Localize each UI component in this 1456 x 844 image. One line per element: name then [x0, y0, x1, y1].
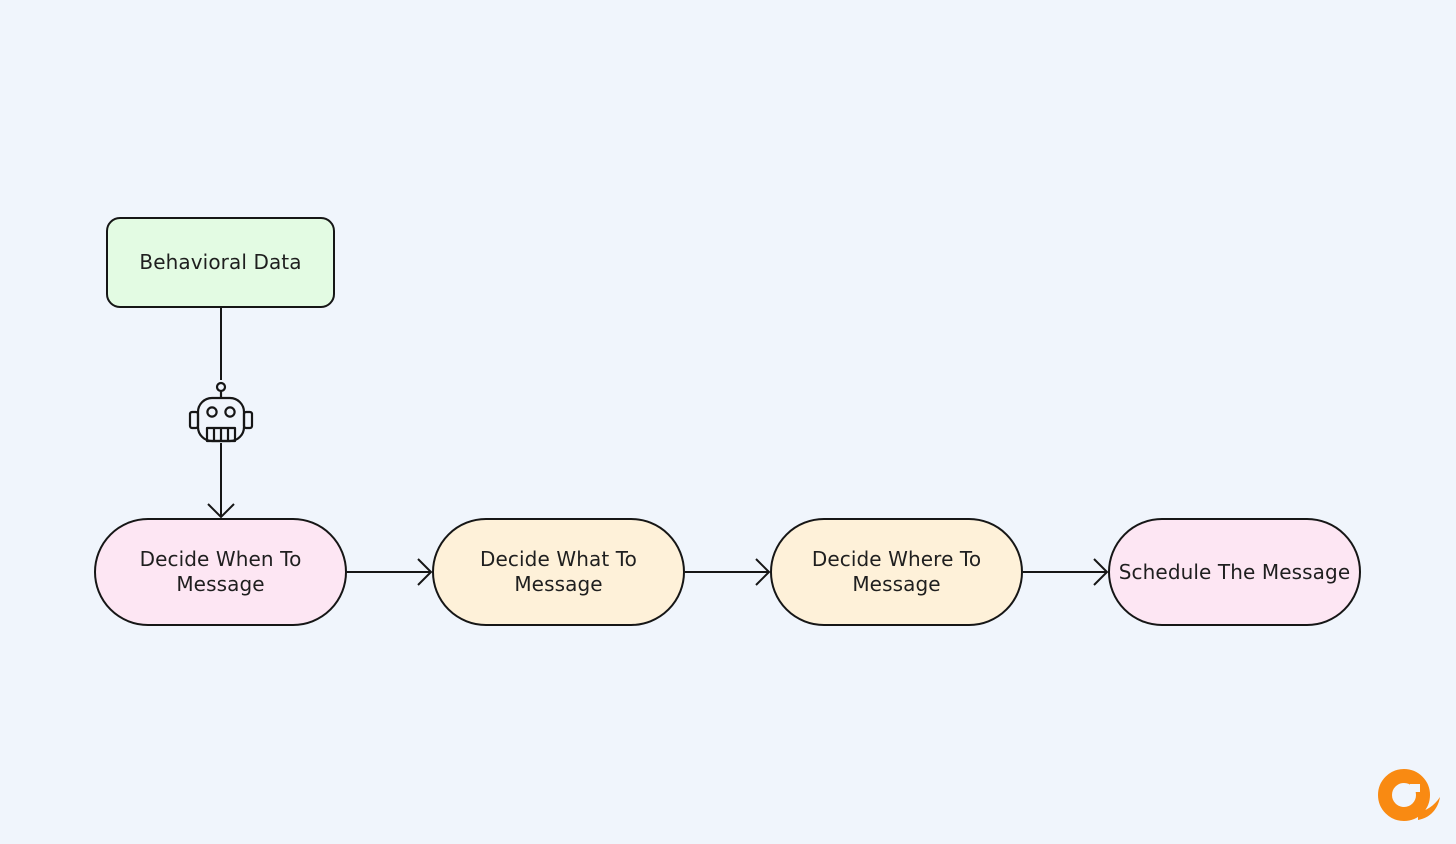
node-schedule-label: Schedule The Message — [1118, 559, 1351, 584]
node-behavioral-data: Behavioral Data — [106, 217, 335, 308]
node-decide-when-line2: Message — [176, 572, 265, 596]
node-behavioral-data-label: Behavioral Data — [139, 250, 302, 274]
node-decide-what-line2: Message — [514, 572, 603, 596]
arrowhead-decide-when — [207, 503, 235, 519]
node-schedule: Schedule The Message — [1108, 518, 1361, 626]
node-decide-what: Decide What To Message — [432, 518, 685, 626]
arrowhead-decide-what — [417, 558, 433, 586]
robot-icon — [188, 381, 254, 443]
node-decide-when: Decide When To Message — [94, 518, 347, 626]
node-decide-what-line1: Decide What To — [480, 547, 637, 571]
arrowhead-decide-where — [755, 558, 771, 586]
arrowhead-schedule — [1093, 558, 1109, 586]
node-decide-where-line1: Decide Where To — [811, 547, 982, 571]
node-decide-where: Decide Where To Message — [770, 518, 1023, 626]
node-decide-where-line2: Message — [852, 572, 941, 596]
node-decide-when-line1: Decide When To — [139, 547, 302, 571]
brand-logo-icon — [1378, 769, 1440, 821]
